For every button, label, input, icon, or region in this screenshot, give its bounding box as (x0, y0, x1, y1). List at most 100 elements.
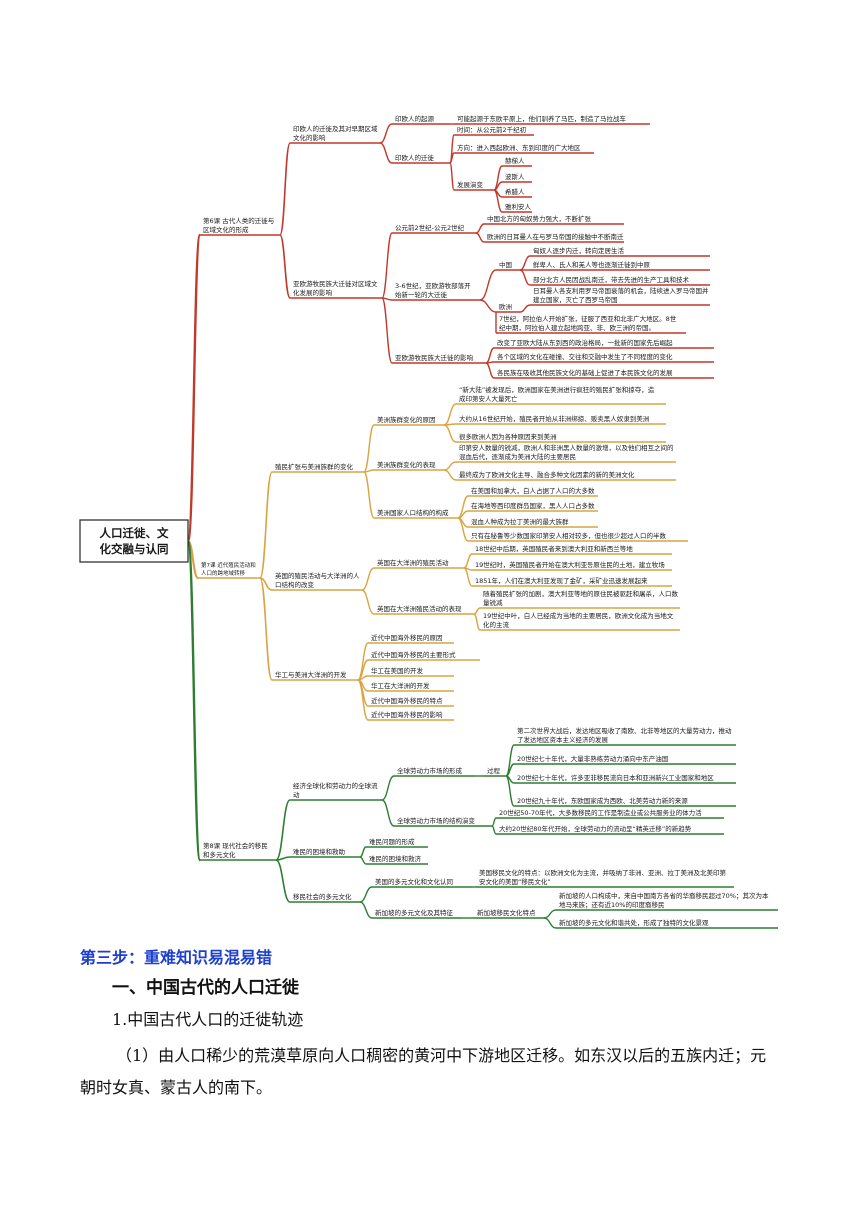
connector-line (491, 825, 497, 835)
connector-line (457, 510, 469, 519)
l6-migrate-time-text: 时间：从公元前2千纪初 (457, 125, 526, 134)
l7-c2-item-0-text: 印第安人数量的锐减，欧洲人和非洲黑人数量的激增，以及他们相互之间的 (459, 443, 674, 452)
l6-europe-item-1-text: 7世纪，阿拉伯人开始扩张，征服了西亚和北非广大地区。8世 (499, 314, 677, 323)
lesson-8-title-text: 和多元文化 (203, 850, 236, 859)
l7-c1-item-0-text: “新大陆”被发现后，欧洲国家在美洲进行疯狂的殖民扩张和掠夺，造 (459, 385, 655, 394)
l8-b1-title-text: 经济全球化和劳动力的全球流 (293, 781, 378, 790)
connector-line (379, 123, 393, 144)
l7-c2-item-1-text: 最终成为了欧洲文化主导、融合多种文化因素的新的美洲文化 (459, 470, 635, 479)
l8-b3c2-item-0-text: 地马来族；还有近10%的印度裔移民 (559, 900, 664, 909)
l6-europe-item-1-text: 纪中期，阿拉伯人建立起地跨亚、非、欧三洲的帝国。 (499, 323, 655, 332)
l6-europe-item-0-text: 建立国家，灭亡了西罗马帝国 (533, 295, 618, 304)
l7-c1-item-2-text: 很多欧洲人因为各种原因来到美洲 (459, 432, 557, 441)
l6-people-3-text: 雅利安人 (505, 202, 532, 211)
body-paragraph: （1）由人口稀少的荒漠草原向人口稠密的黄河中下游地区迁移。如东汉以后的五族内迁；… (80, 1046, 767, 1097)
connector-line (485, 347, 495, 364)
l7-b3-title-text: 华工与美洲大洋洲的开发 (275, 670, 347, 679)
connector-line (463, 567, 473, 587)
connector-line (485, 362, 495, 379)
l6-p3-label-text: 亚欧游牧民族大迁徙的影响 (395, 353, 474, 362)
connector-line (475, 223, 485, 234)
l8-b1-title-text: 动 (293, 791, 300, 799)
root-title-line2: 化交融与认同 (100, 542, 169, 556)
connector-line (443, 403, 457, 426)
connector-line (463, 553, 473, 569)
connector-line (363, 471, 375, 519)
l7-c3-item-3-text: 只有在秘鲁等少数国家印第安人相对较多，但也很少超过人口的半数 (471, 531, 667, 540)
connector-line (519, 255, 531, 271)
lesson-6-title-text: 区域文化的形成 (203, 225, 249, 234)
l8-b3-title-text: 移民社会的多元文化 (293, 892, 352, 901)
l7-c3-item-0-text: 在美国和加拿大，白人占据了人口的大多数 (471, 486, 595, 495)
l6-p3-item-0-text: 改变了亚欧大陆从东到西的政治格局，一批新的国家先后崛起 (497, 338, 673, 347)
l8-b2-item-1-text: 难民的困境和救济 (369, 854, 422, 863)
l7-b3-item-4-text: 近代中国海外移民的特点 (371, 696, 443, 705)
connector-line (361, 589, 375, 615)
l7-c1-item-1-text: 大约从16世纪开始，殖民者开始从非洲绑掠、贩卖黑人奴隶到美洲 (459, 414, 649, 423)
connector-line (491, 817, 497, 827)
connector-line (259, 577, 273, 681)
l6-b2-title-text: 化发展的影响 (293, 288, 333, 297)
l6-people-2-text: 希腊人 (505, 187, 525, 196)
l7-b2-title-text: 口结构的改变 (275, 580, 315, 589)
connector-line (359, 856, 367, 865)
l7-c3-item-1-text: 在海地等西印度群岛国家，黑人人口占多数 (471, 501, 595, 510)
l8-c2-item-1-text: 大约20世纪80年代开始，全球劳动力的流动呈“精英迁移”的新趋势 (499, 824, 692, 833)
connector-line (449, 162, 455, 191)
l8-b3c2-item-0-text: 新加坡的人口构成中，来自中国南方各省的华裔移民超过70%；其次为本 (559, 891, 769, 900)
section-heading: 一、中国古代的人口迁徙 (112, 978, 299, 998)
connector-line (505, 775, 515, 807)
connector-line (543, 909, 557, 919)
connector-line (186, 539, 202, 862)
lesson-7-title-text: 人口的跨地域转移 (201, 569, 246, 577)
connector-line (275, 859, 291, 903)
connector-line (361, 567, 375, 591)
connector-line (479, 269, 497, 301)
subsection-heading: 1.中国古代人口的迁徙轨迹 (112, 1010, 304, 1029)
l7-b3-item-3-text: 华工在大洋洲的开发 (371, 681, 430, 690)
l6-p1-item-0-text: 中国北方的匈奴势力强大，不断扩张 (487, 214, 592, 223)
connector-line (473, 613, 481, 631)
connector-line (493, 181, 503, 191)
lesson-7-branch: 第7课 近代殖民活动和人口的跨地域转移殖民扩张与美洲族群的变化美洲族群变化的原因… (186, 385, 688, 721)
connector-line (443, 461, 457, 471)
mind-map: 第6课 古代人类的迁徙与区域文化的形成印欧人的迁徙及其对早期区域文化的影响印欧人… (79, 114, 778, 929)
connector-line (275, 799, 291, 861)
l8-c1-item-2-text: 20世纪七十年代，许多亚非移民流向日本和亚洲新兴工业国家和地区 (517, 773, 714, 782)
connector-line (359, 846, 367, 858)
l6-p2-label-text: 3-6世纪，亚欧游牧部落开 (395, 281, 471, 290)
l6-p3-item-2-text: 各民族在吸收其他民族文化的基础上促进了本民族文化的发展 (497, 368, 673, 377)
l7-c2-item-0-text: 混血后代，逐渐成为美洲大陆的主要居民 (459, 452, 576, 461)
connector-line (543, 917, 557, 929)
l6-migrate-label-text: 印欧人的迁徙 (395, 153, 435, 162)
connector-line (279, 234, 291, 299)
lesson-8-title-text: 第8课 现代社会的移民 (203, 841, 268, 850)
connector-line (186, 233, 202, 543)
l7-b3-item-0-text: 近代中国海外移民的原因 (371, 633, 443, 642)
l8-b3c2-label-text: 新加坡的多元文化及其特征 (375, 908, 454, 917)
root-box (79, 519, 189, 563)
l6-china-label-text: 中国 (499, 260, 512, 269)
connector-line (457, 517, 469, 542)
l6-china-item-2-text: 部分北方人民因战乱南迁，带去先进的生产工具和技术 (533, 275, 690, 284)
connector-line (381, 232, 393, 299)
l8-b2-item-0-text: 难民问题的形成 (369, 837, 415, 846)
l6-b2-title-text: 亚欧游牧民族大迁徙对区域文 (293, 279, 378, 288)
l7-c3-label-text: 美洲国家人口结构的构成 (377, 508, 449, 517)
l6-europe-label-text: 欧洲 (499, 302, 512, 311)
l6-china-item-1-text: 鲜卑人、氐人和羌人等也逐渐迁徙到中原 (533, 260, 651, 269)
l8-c1-item-0-text: 第二次世界大战后，发达地区吸收了南欧、北非等地区的大量劳动力，推动 (517, 726, 732, 735)
lesson-8-branch: 第8课 现代社会的移民和多元文化经济全球化和劳动力的全球流动全球劳动力市场的形成… (186, 539, 778, 929)
l8-b3c1-text-text: 美国移民文化的特点：以欧洲文化为主流，并吸纳了非洲、亚洲、拉丁美洲及北美印第 (479, 868, 727, 877)
l7-c2a-label-text: 英国在大洋洲的殖民活动 (377, 558, 449, 567)
step-heading: 第三步：重难知识易混易错 (80, 948, 273, 967)
connector-line (443, 424, 457, 443)
l7-b3-item-5-text: 近代中国海外移民的影响 (371, 710, 443, 719)
l8-b3c1-label-text: 美国的多元文化和文化认同 (375, 877, 453, 886)
l6-origin-label-text: 印欧人的起源 (395, 114, 435, 123)
l7-b2c2-item-0-text: 随着殖民扩张的加剧，澳大利亚等地的原住民被驱赶和屠杀，人口数 (483, 589, 679, 598)
l6-migrate-dir-text: 方向：进入西起欧洲、东到印度的广大地区 (457, 143, 581, 152)
connector-line (259, 471, 273, 579)
l7-b2c1-item-1-text: 19世纪时，英国殖民者开始在澳大利亚등原住民的土地，建立牧场 (475, 560, 665, 569)
